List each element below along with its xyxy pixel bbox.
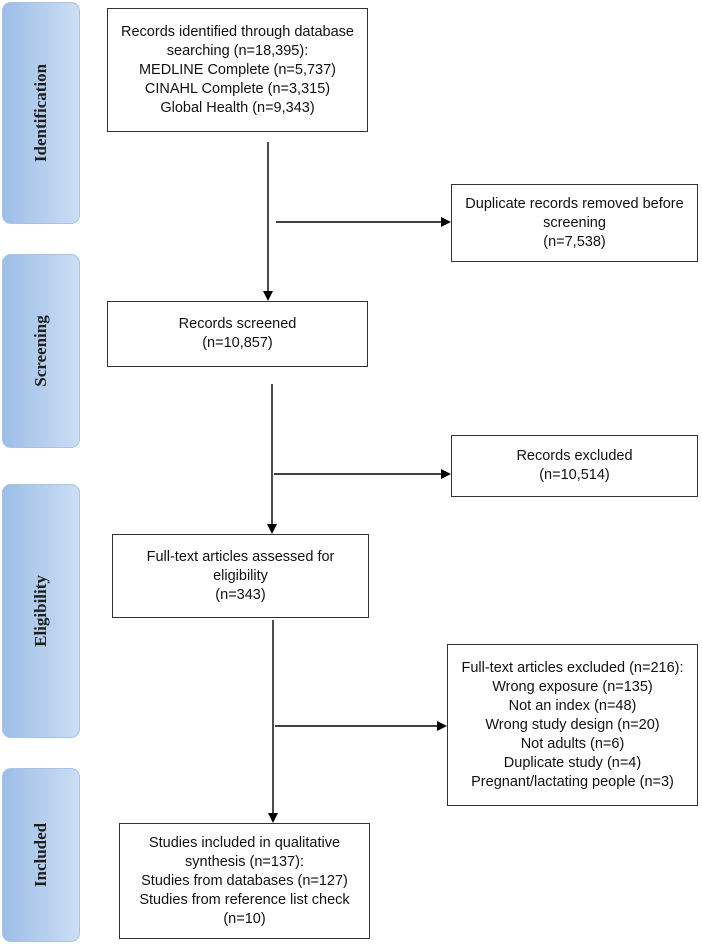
fulltext-excluded-line7: Pregnant/lactating people (n=3) (471, 773, 674, 790)
box-duplicates-removed: Duplicate records removed before screeni… (451, 184, 698, 262)
records-screened-line1: Records screened (178, 316, 297, 332)
fulltext-excluded-line4: Wrong study design (n=20) (485, 716, 660, 733)
duplicates-line2: screening (543, 214, 606, 231)
studies-included-line5: (n=10) (223, 910, 266, 927)
fulltext-excluded-line1: Full-text articles excluded (n=216): (461, 659, 684, 676)
records-identified-line4: CINAHL Complete (n=3,315) (144, 80, 331, 97)
fulltext-excluded-line6: Duplicate study (n=4) (503, 754, 642, 771)
records-identified-line2: searching (n=18,395): (166, 42, 309, 59)
box-records-identified: Records identified through database sear… (107, 8, 368, 132)
box-records-excluded: Records excluded (n=10,514) (451, 435, 698, 497)
phase-included: Included (2, 768, 80, 942)
studies-included-line2: synthesis (n=137): (185, 853, 304, 870)
records-excluded-line2: (n=10,514) (539, 467, 610, 483)
box-studies-included: Studies included in qualitative synthesi… (119, 823, 370, 939)
phase-identification: Identification (2, 2, 80, 224)
fulltext-excluded-line5: Not adults (n=6) (520, 735, 625, 752)
phase-screening: Screening (2, 254, 80, 448)
records-screened-line2: (n=10,857) (202, 335, 273, 351)
fulltext-excluded-line3: Not an index (n=48) (508, 697, 637, 714)
fulltext-line1: Full-text articles assessed for (146, 548, 335, 565)
studies-included-line3: Studies from databases (n=127) (141, 872, 348, 889)
fulltext-line2: eligibility (213, 567, 268, 584)
records-identified-line1: Records identified through database (121, 23, 354, 40)
records-identified-line5: Global Health (n=9,343) (160, 99, 315, 116)
box-fulltext-excluded: Full-text articles excluded (n=216): Wro… (447, 644, 698, 806)
duplicates-line1: Duplicate records removed before (465, 195, 684, 212)
box-records-screened: Records screened (n=10,857) (107, 301, 368, 367)
phase-eligibility: Eligibility (2, 484, 80, 738)
records-identified-line3: MEDLINE Complete (n=5,737) (138, 61, 337, 78)
studies-included-line4: Studies from reference list check (139, 891, 350, 908)
fulltext-line3: (n=343) (215, 586, 266, 603)
records-excluded-line1: Records excluded (516, 448, 633, 464)
fulltext-excluded-line2: Wrong exposure (n=135) (492, 678, 653, 695)
box-fulltext-assessed: Full-text articles assessed for eligibil… (112, 534, 369, 618)
duplicates-line3: (n=7,538) (543, 233, 606, 250)
studies-included-line1: Studies included in qualitative (148, 834, 341, 851)
